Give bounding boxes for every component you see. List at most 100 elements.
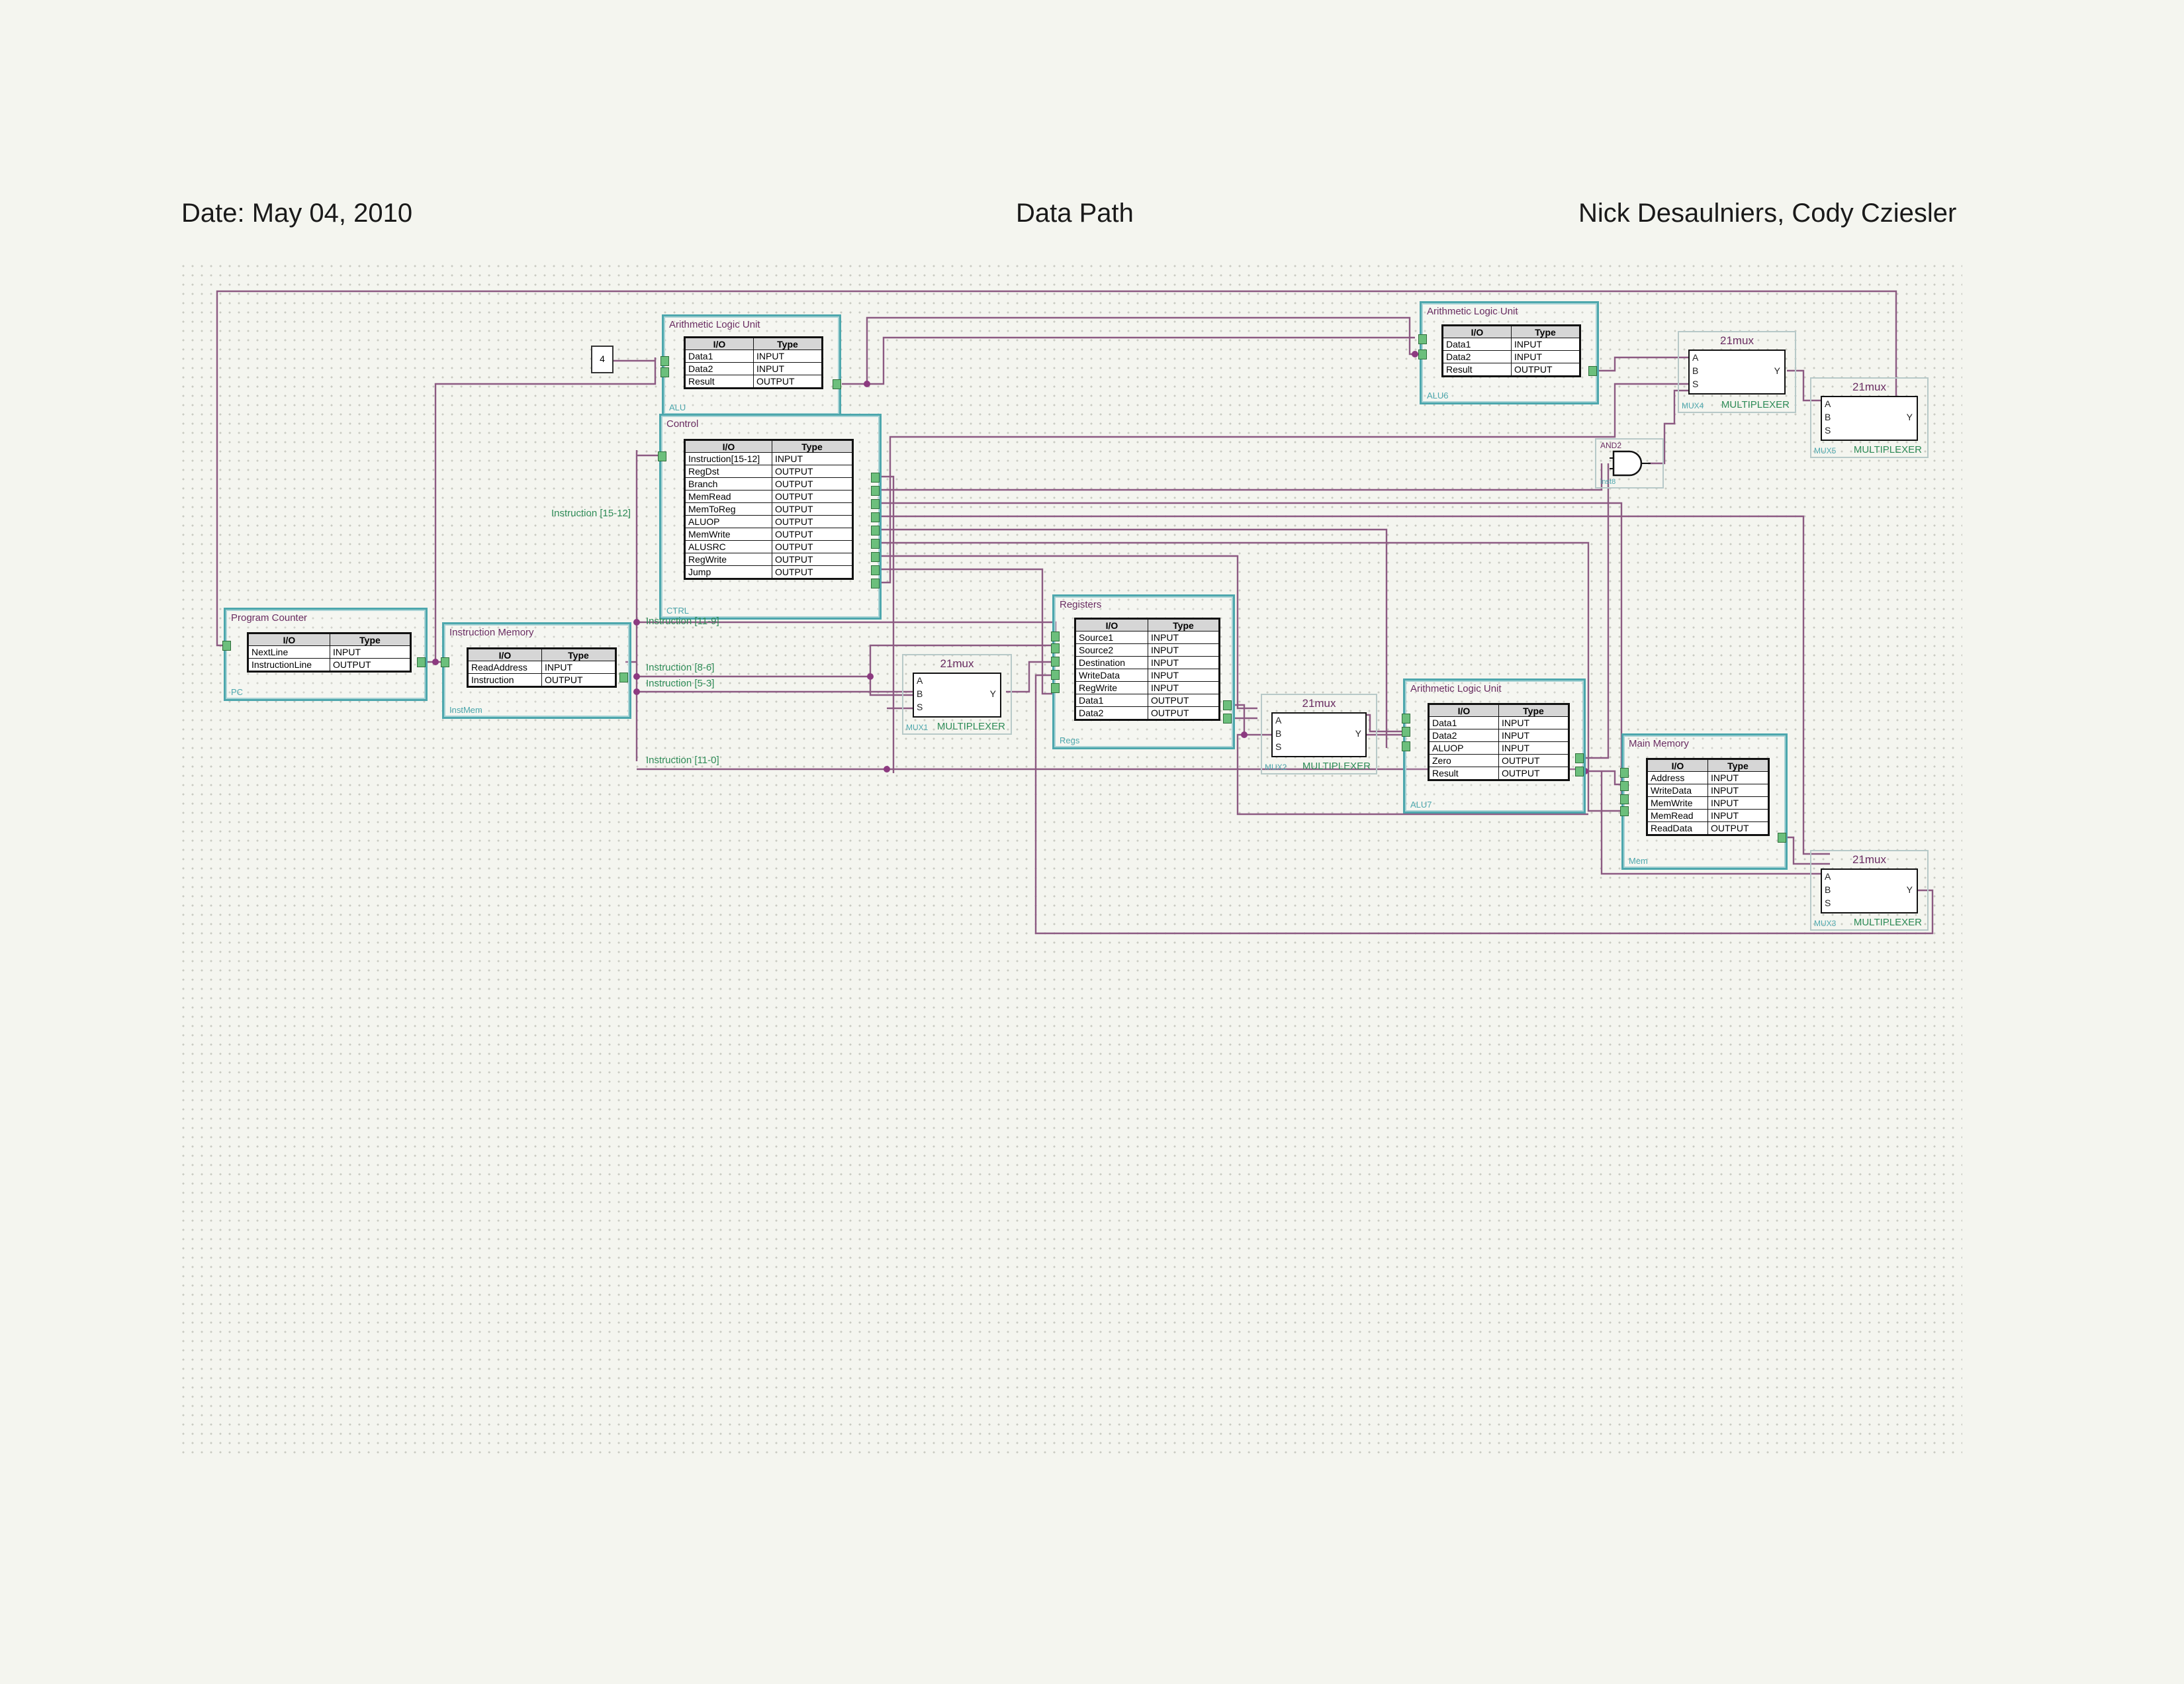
- input-port[interactable]: [1402, 714, 1410, 724]
- col-header-io: I/O: [1647, 759, 1708, 772]
- block-title: Control: [666, 418, 699, 430]
- output-port[interactable]: [833, 379, 841, 389]
- port-s-label: S: [1825, 898, 1831, 908]
- output-port[interactable]: [1778, 833, 1786, 843]
- wire: [1787, 836, 1830, 865]
- col-header-io: I/O: [467, 648, 542, 661]
- wire: [880, 502, 1623, 794]
- input-port[interactable]: [1402, 741, 1410, 751]
- mux3[interactable]: 21mux A B S Y MUX3 MULTIPLEXER: [1810, 850, 1929, 931]
- input-port[interactable]: [222, 641, 231, 651]
- port-y-label: Y: [989, 688, 996, 699]
- input-port[interactable]: [1051, 657, 1060, 667]
- input-port[interactable]: [1051, 643, 1060, 653]
- output-port[interactable]: [871, 565, 880, 575]
- output-port[interactable]: [871, 539, 880, 549]
- date-label: Date: May 04, 2010: [181, 199, 413, 228]
- junction-dot: [867, 673, 874, 680]
- input-port[interactable]: [660, 356, 669, 366]
- wire: [434, 357, 657, 662]
- output-port[interactable]: [619, 673, 628, 682]
- mux-type-label: MULTIPLEXER: [1853, 917, 1922, 928]
- mux-type-label: MULTIPLEXER: [936, 721, 1005, 732]
- input-port[interactable]: [441, 657, 449, 667]
- block-title: Arithmetic Logic Unit: [669, 319, 760, 330]
- output-port[interactable]: [871, 499, 880, 509]
- output-port[interactable]: [1575, 753, 1584, 763]
- output-port[interactable]: [871, 512, 880, 522]
- col-header-type: Type: [1148, 618, 1220, 632]
- output-port[interactable]: [417, 657, 426, 667]
- output-port[interactable]: [871, 579, 880, 588]
- input-port[interactable]: [660, 367, 669, 377]
- input-port[interactable]: [1620, 806, 1629, 816]
- and-gate[interactable]: AND2 inst8: [1595, 438, 1664, 489]
- input-port[interactable]: [658, 451, 666, 461]
- mux2[interactable]: 21mux A B S Y MUX2 MULTIPLEXER: [1261, 694, 1377, 774]
- block-title: Registers: [1060, 599, 1102, 610]
- input-port[interactable]: [1402, 727, 1410, 737]
- col-header-type: Type: [753, 337, 823, 350]
- junction-dot: [432, 659, 439, 665]
- input-port[interactable]: [1620, 794, 1629, 804]
- output-port[interactable]: [871, 552, 880, 562]
- col-header-io: I/O: [1442, 325, 1512, 338]
- block-instance-name: ALU7: [1410, 800, 1432, 810]
- constant-four: 4: [591, 346, 614, 373]
- diagram-title: Data Path: [1016, 199, 1134, 228]
- input-port[interactable]: [1620, 768, 1629, 778]
- mux4[interactable]: 21mux A B S Y MUX4 MULTIPLEXER: [1678, 331, 1796, 413]
- input-port[interactable]: [1051, 632, 1060, 641]
- mux-body: A B S Y: [1688, 350, 1786, 395]
- output-port[interactable]: [1588, 366, 1597, 376]
- port-b-label: B: [1692, 365, 1699, 376]
- mux-title: 21mux: [1719, 334, 1754, 347]
- port-s-label: S: [1825, 425, 1831, 436]
- output-port[interactable]: [1223, 714, 1232, 724]
- output-port[interactable]: [871, 526, 880, 536]
- output-port[interactable]: [871, 473, 880, 483]
- col-header-type: Type: [541, 648, 616, 661]
- mux5[interactable]: 21mux A B S Y MUX5 MULTIPLEXER: [1810, 377, 1929, 458]
- wire-label-instruction-5-3: Instruction [5-3]: [646, 678, 715, 689]
- output-port[interactable]: [1575, 767, 1584, 776]
- input-port[interactable]: [1418, 350, 1427, 359]
- input-port[interactable]: [1620, 781, 1629, 791]
- input-port[interactable]: [1418, 334, 1427, 344]
- input-port[interactable]: [1051, 670, 1060, 680]
- block-title: Arithmetic Logic Unit: [1410, 683, 1502, 694]
- wire: [869, 677, 920, 696]
- junction-dot: [1241, 731, 1248, 738]
- wire: [637, 644, 1056, 678]
- output-port[interactable]: [871, 486, 880, 496]
- wire: [842, 336, 1415, 385]
- port-b-label: B: [1825, 884, 1831, 895]
- mux-instance-name: MUX1: [906, 723, 929, 732]
- input-port[interactable]: [1051, 683, 1060, 693]
- mux-body: A B S Y: [1821, 868, 1918, 913]
- block-title: Instruction Memory: [449, 627, 534, 638]
- wire: [880, 568, 1056, 695]
- output-port[interactable]: [1223, 700, 1232, 710]
- mux1[interactable]: 21mux A B S Y MUX1 MULTIPLEXER: [902, 654, 1012, 735]
